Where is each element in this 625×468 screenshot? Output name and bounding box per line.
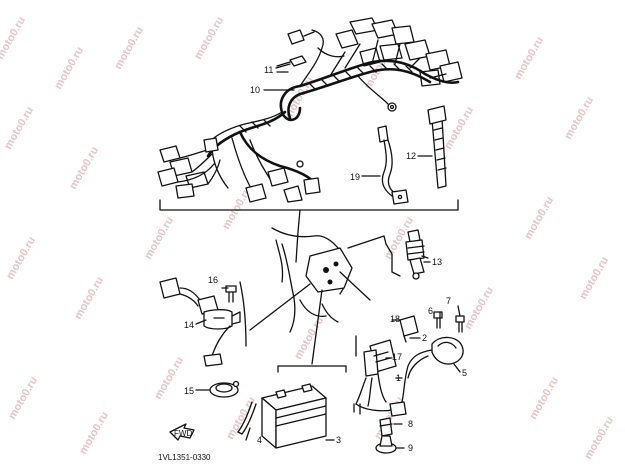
watermark-text: moto0.ru [77, 410, 111, 457]
callout-12: 12 [406, 151, 416, 161]
watermark-text: moto0.ru [4, 235, 38, 282]
leader-line [295, 209, 301, 263]
horn [401, 336, 464, 403]
grommet-assembly [203, 325, 240, 398]
callout-1: 1 [396, 373, 401, 383]
fwd-arrow: FWD [169, 423, 195, 441]
battery-band [237, 401, 257, 435]
watermark-text: moto0.ru [72, 275, 106, 322]
callout-5: 5 [462, 368, 467, 378]
callout-15: 15 [184, 386, 194, 396]
sensor-8 [379, 417, 393, 437]
watermark-text: moto0.ru [512, 35, 546, 82]
watermark-text: moto0.ru [292, 315, 326, 362]
watermark-text: moto0.ru [67, 145, 101, 192]
watermark-text: moto0.ru [462, 285, 496, 332]
regulator [355, 339, 397, 407]
callout-9: 9 [408, 443, 413, 453]
cap-9 [375, 435, 397, 454]
bolt-7 [455, 315, 465, 333]
drawing-code: 1VL1351-0330 [158, 453, 211, 462]
relay-assembly [159, 277, 241, 330]
bolt-6 [433, 311, 443, 329]
callout-17: 17 [392, 352, 402, 362]
side-bracket [239, 281, 247, 347]
separator-bracket [159, 199, 459, 211]
callout-7: 7 [446, 296, 451, 306]
callout-leaders [195, 63, 461, 449]
sensor-part [405, 229, 429, 280]
leader-line [249, 283, 311, 331]
watermark-text: moto0.ru [527, 375, 561, 422]
watermark-text: moto0.ru [582, 415, 616, 462]
callout-16: 16 [208, 275, 218, 285]
callout-3: 3 [336, 435, 341, 445]
bolt-16 [225, 285, 237, 303]
callout-19: 19 [350, 172, 360, 182]
watermark-text: moto0.ru [2, 105, 36, 152]
watermark-text: moto0.ru [142, 215, 176, 262]
watermark-text: moto0.ru [577, 255, 611, 302]
watermark-text: moto0.ru [224, 395, 258, 442]
fuse-clip [276, 55, 307, 73]
bracket-line [385, 243, 401, 277]
callout-13: 13 [432, 257, 442, 267]
callout-10: 10 [250, 85, 260, 95]
watermark-text: moto0.ru [152, 355, 186, 402]
callout-8: 8 [408, 419, 413, 429]
watermark-text: moto0.ru [6, 375, 40, 422]
callout-labels: 10 11 12 19 13 16 14 15 4 3 18 17 1 2 6 … [184, 65, 467, 453]
frame-outline [271, 227, 387, 333]
watermark-text: moto0.ru [192, 15, 226, 62]
leader-line [311, 289, 323, 365]
callout-4: 4 [257, 435, 262, 445]
callout-2: 2 [422, 333, 427, 343]
leader-line [339, 271, 371, 301]
battery [261, 383, 327, 449]
fwd-label: FWD [174, 429, 192, 438]
cable-tie [427, 105, 447, 189]
callout-6: 6 [428, 306, 433, 316]
sensor-lead [353, 401, 407, 417]
callout-18: 18 [390, 314, 400, 324]
sub-lead [377, 125, 409, 205]
relay-18 [399, 315, 419, 343]
wire-harness [157, 17, 463, 203]
watermark-text: moto0.ru [52, 45, 86, 92]
watermark-text: moto0.ru [112, 25, 146, 72]
battery-bracket-line [277, 365, 347, 373]
callout-14: 14 [184, 320, 194, 330]
watermark-text: moto0.ru [522, 195, 556, 242]
watermark-text: moto0.ru [562, 95, 596, 142]
watermark-text: moto0.ru [0, 15, 28, 62]
callout-11: 11 [264, 65, 273, 75]
watermark-text: moto0.ru [442, 105, 476, 152]
